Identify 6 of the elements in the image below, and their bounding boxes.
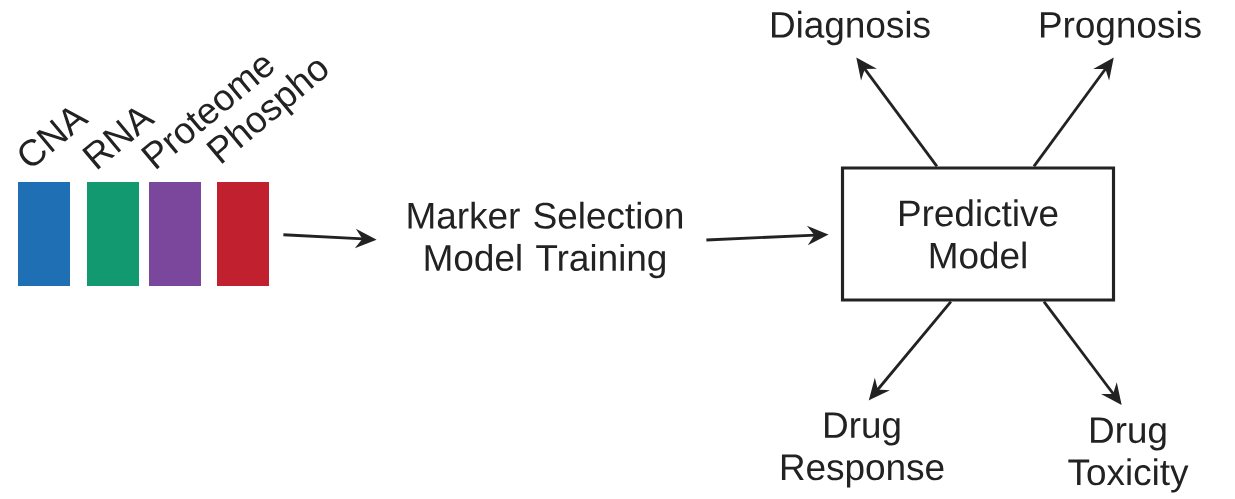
model-box: Predictive Model — [840, 166, 1116, 302]
output-label: Diagnosis — [772, 10, 930, 46]
output-label: Marker Selection Model Training — [408, 201, 683, 279]
output-label: Drug Response — [781, 412, 944, 488]
output-label: Drug Toxicity — [1068, 417, 1189, 493]
output-label: Prognosis — [1041, 10, 1201, 46]
